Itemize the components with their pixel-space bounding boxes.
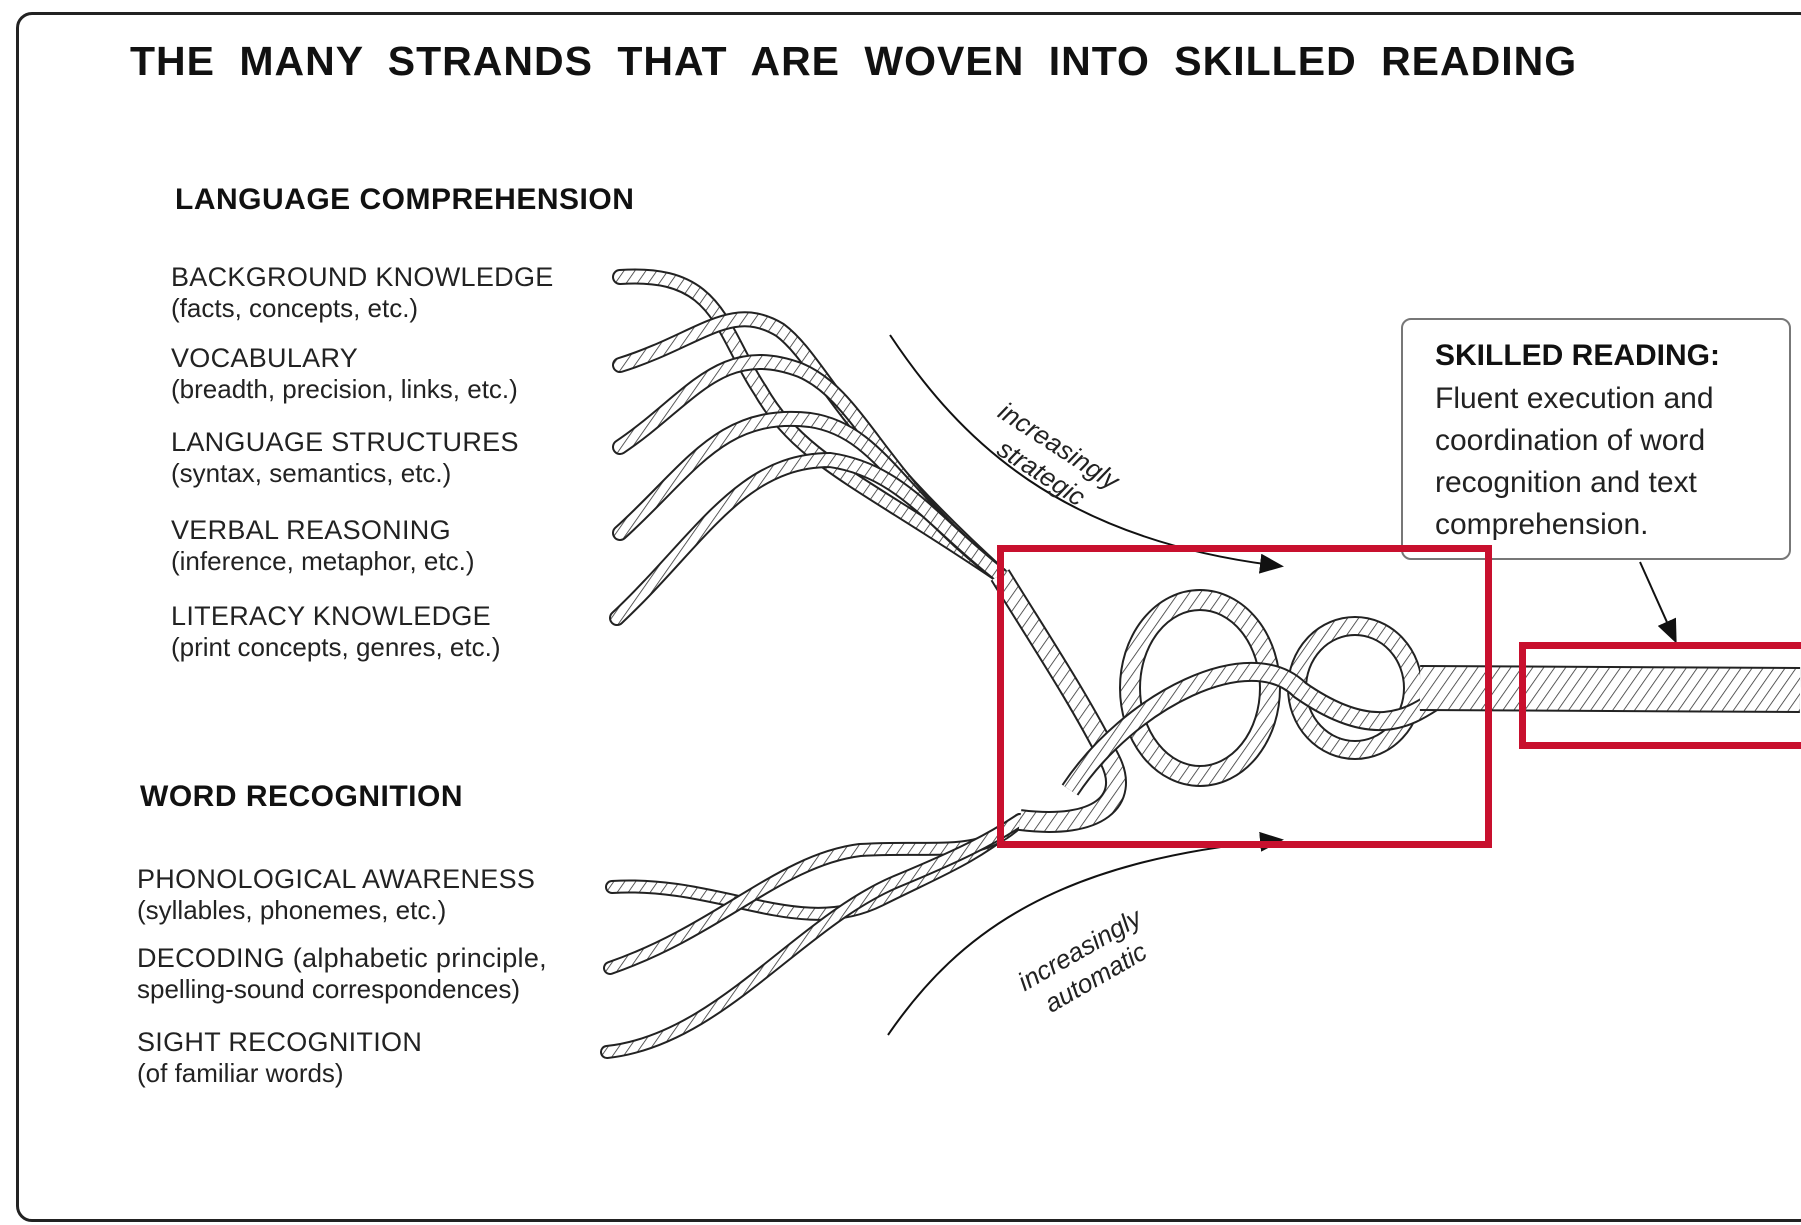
label-verbal-reasoning: VERBAL REASONING (inference, metaphor, e… [171, 515, 474, 577]
highlight-box-skilled-reading [1519, 642, 1801, 749]
label-background-knowledge: BACKGROUND KNOWLEDGE (facts, concepts, e… [171, 262, 554, 324]
label-sight-recognition: SIGHT RECOGNITION (of familiar words) [137, 1027, 422, 1089]
label-vocabulary: VOCABULARY (breadth, precision, links, e… [171, 343, 518, 405]
label-language-structures: LANGUAGE STRUCTURES (syntax, semantics, … [171, 427, 519, 489]
language-strands [617, 276, 1000, 618]
callout-pointer [1640, 562, 1675, 640]
callout-title: SKILLED READING: [1435, 334, 1789, 378]
label-phonological-awareness: PHONOLOGICAL AWARENESS (syllables, phone… [137, 864, 535, 926]
diagram-title: THE MANY STRANDS THAT ARE WOVEN INTO SKI… [130, 38, 1577, 85]
language-comprehension-heading: LANGUAGE COMPREHENSION [175, 183, 634, 217]
label-literacy-knowledge: LITERACY KNOWLEDGE (print concepts, genr… [171, 601, 500, 663]
skilled-reading-callout: SKILLED READING: Fluent execution and co… [1401, 318, 1791, 560]
word-recognition-strands [607, 820, 1020, 1052]
label-decoding: DECODING (alphabetic principle, spelling… [137, 943, 547, 1005]
word-recognition-heading: WORD RECOGNITION [140, 780, 463, 814]
callout-body: Fluent execution and coordination of wor… [1435, 378, 1795, 546]
highlight-box-weaving [997, 545, 1492, 848]
